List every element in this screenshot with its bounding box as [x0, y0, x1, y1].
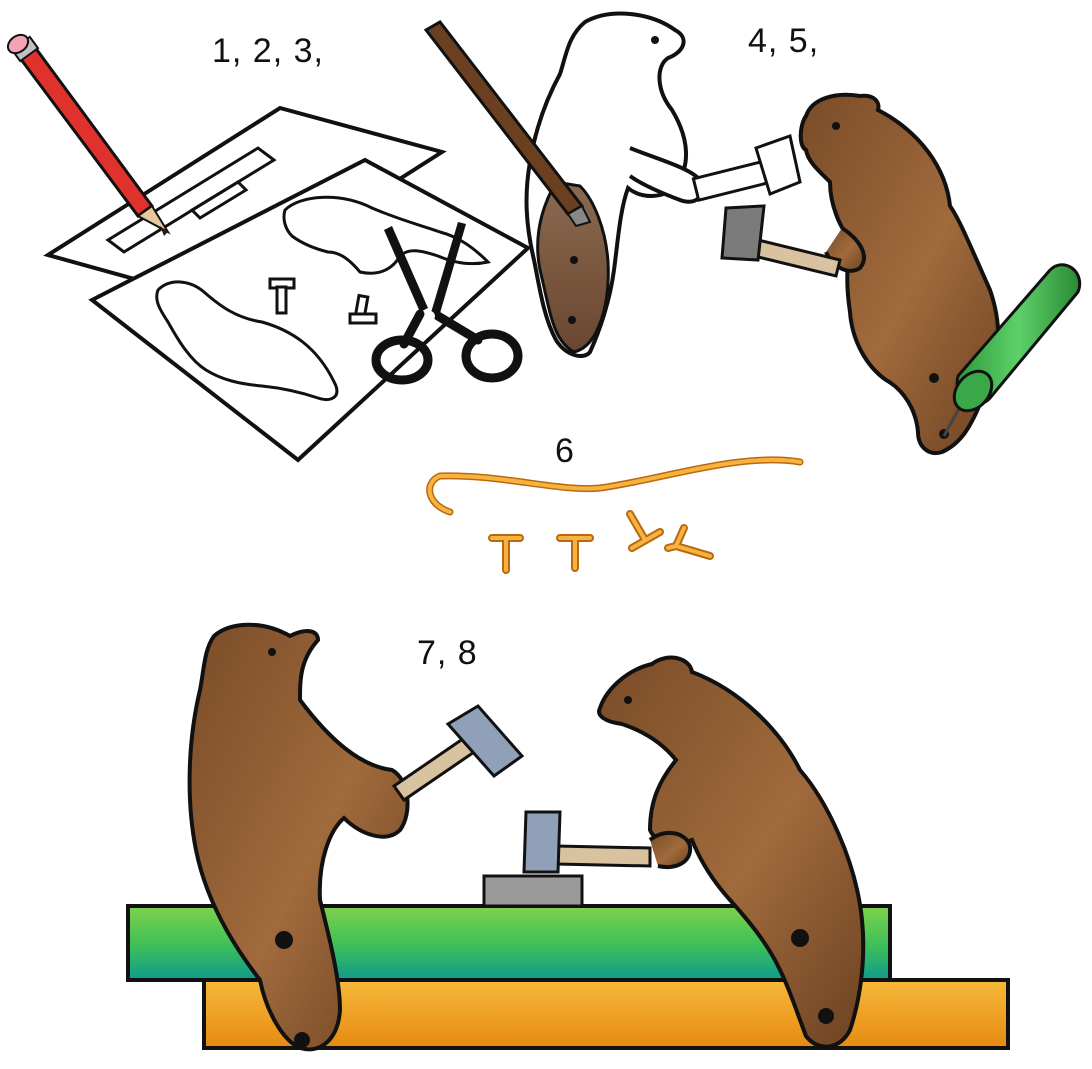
- step-4-5-illustration: [426, 14, 1080, 453]
- step-label-4-5: 4, 5,: [748, 22, 819, 61]
- pencil-icon: [4, 31, 168, 236]
- step-label-6: 6: [555, 432, 575, 471]
- step-1-3-illustration: [4, 31, 528, 460]
- anvil-block: [484, 876, 582, 906]
- hammer-icon: [722, 206, 840, 276]
- step-7-8-illustration: [128, 625, 1008, 1050]
- wire-pieces-icon: [430, 460, 800, 570]
- step-label-7-8: 7, 8: [417, 634, 478, 673]
- step-label-1-2-3: 1, 2, 3,: [212, 32, 324, 71]
